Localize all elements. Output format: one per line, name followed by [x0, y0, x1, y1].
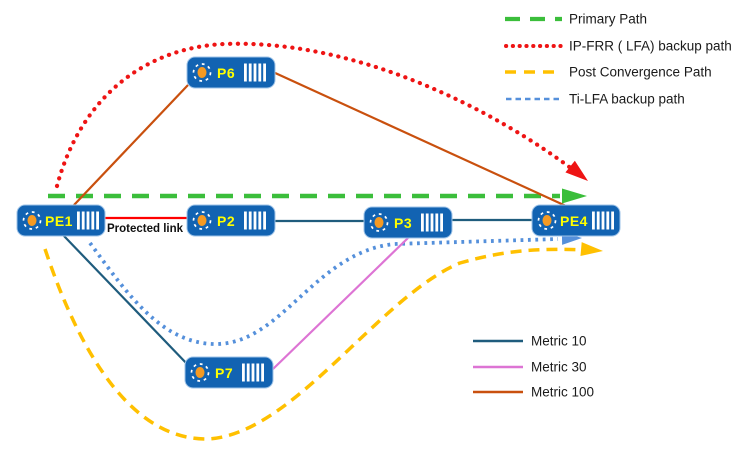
router-icon — [537, 211, 557, 230]
router-body — [363, 206, 453, 239]
router-name: P7 — [215, 365, 233, 381]
link-pe1-p6 — [73, 84, 189, 206]
ports-icon — [421, 213, 443, 232]
router-icon — [369, 213, 389, 232]
router-pe4: PE4 — [531, 204, 621, 237]
ports-icon — [244, 63, 266, 82]
legend-item-label: IP-FRR ( LFA) backup path — [569, 39, 732, 54]
router-pe1: PE1 — [16, 204, 106, 237]
legend-item-label: Post Convergence Path — [569, 65, 712, 80]
legend-item-label: Ti-LFA backup path — [569, 92, 685, 107]
router-icon — [192, 211, 212, 230]
path-legend: Primary Path IP-FRR ( LFA) backup path P… — [504, 12, 732, 107]
ipfrr-backup-path — [54, 41, 579, 189]
router-body — [186, 204, 276, 237]
router-p6: P6 — [186, 56, 276, 89]
post-convergence-path — [43, 247, 585, 441]
ports-icon — [592, 211, 614, 230]
link-p6-pe4 — [272, 70, 567, 208]
router-icon — [190, 363, 210, 382]
router-p3: P3 — [363, 206, 453, 239]
protected-link-label: Protected link — [107, 223, 184, 235]
link-pe1-p7 — [63, 235, 190, 367]
router-name: PE1 — [45, 213, 73, 229]
router-name: P6 — [217, 65, 235, 81]
post-convergence-arrowhead-icon — [580, 242, 603, 257]
router-icon — [22, 211, 42, 230]
metric-legend-label: Metric 30 — [531, 360, 587, 375]
primary-path-arrowhead-icon — [562, 188, 587, 204]
metric-legend-label: Metric 10 — [531, 334, 587, 349]
router-body — [186, 56, 276, 89]
router-name: P3 — [394, 215, 412, 231]
tilfa-backup-path — [88, 237, 559, 346]
ports-icon — [244, 211, 266, 230]
router-p7: P7 — [184, 356, 274, 389]
ports-icon — [242, 363, 264, 382]
router-p2: P2 — [186, 204, 276, 237]
metric-legend-label: Metric 100 — [531, 385, 594, 400]
router-name: PE4 — [560, 213, 588, 229]
ipfrr-arrowhead-icon — [565, 160, 588, 181]
metric-legend: Metric 10 Metric 30 Metric 100 — [473, 334, 594, 400]
legend-item-label: Primary Path — [569, 12, 647, 27]
router-name: P2 — [217, 213, 235, 229]
router-icon — [192, 63, 212, 82]
ports-icon — [77, 211, 99, 230]
link-p7-p3 — [272, 237, 409, 370]
router-body — [184, 356, 274, 389]
